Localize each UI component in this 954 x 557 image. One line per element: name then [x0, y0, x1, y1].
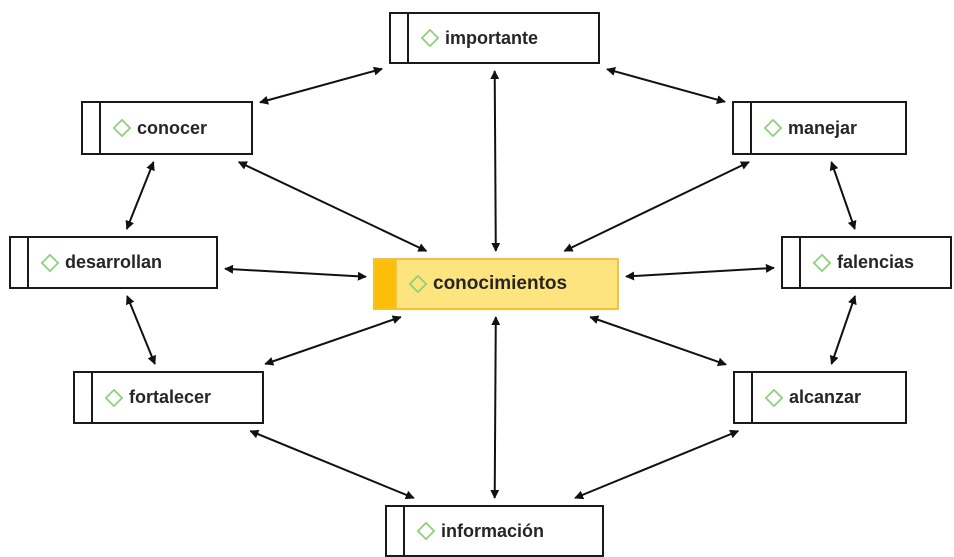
node-side-bar [11, 238, 29, 287]
node-informacion[interactable]: información [385, 505, 604, 557]
connector-falencias-alcanzar [829, 295, 857, 365]
diamond-icon [41, 253, 59, 272]
diamond-icon [105, 388, 123, 407]
node-desarrollan[interactable]: desarrollan [9, 236, 218, 289]
node-side-bar [83, 103, 101, 153]
node-label-desarrollan: desarrollan [65, 252, 163, 272]
node-label-alcanzar: alcanzar [789, 387, 862, 407]
diamond-icon [813, 253, 831, 272]
node-label-fortalecer: fortalecer [129, 387, 212, 407]
diamond-icon [421, 29, 439, 47]
node-label-importante: importante [445, 27, 539, 48]
node-falencias[interactable]: falencias [781, 236, 952, 289]
node-label-informacion: información [441, 520, 545, 541]
connector-manejar-falencias [829, 161, 857, 230]
diamond-icon [417, 522, 435, 540]
node-side-bar [387, 507, 405, 555]
connector-alcanzar-informacion [574, 429, 740, 500]
node-side-bar [75, 373, 93, 422]
node-side-bar [391, 14, 409, 62]
node-label-conocimientos: conocimientos [433, 273, 568, 294]
connector-informacion-conocimientos [490, 316, 501, 499]
node-label-conocer: conocer [137, 117, 208, 138]
node-label-manejar: manejar [788, 117, 858, 138]
diamond-icon [764, 119, 782, 137]
diamond-icon [765, 388, 783, 407]
connector-fortalecer-conocimientos [264, 315, 402, 366]
node-fortalecer[interactable]: fortalecer [73, 371, 264, 424]
diamond-icon [113, 119, 131, 137]
node-label-falencias: falencias [837, 252, 915, 272]
connector-manejar-conocimientos [563, 161, 750, 252]
connector-importante-manejar [606, 67, 726, 104]
connector-alcanzar-conocimientos [589, 315, 727, 367]
node-side-bar [375, 260, 397, 308]
node-alcanzar[interactable]: alcanzar [733, 371, 907, 424]
node-side-bar [734, 103, 752, 153]
diamond-icon [409, 275, 427, 293]
connector-desarrollan-fortalecer [125, 295, 157, 365]
connector-importante-conocer [259, 66, 383, 105]
connector-desarrollan-conocimientos [224, 264, 367, 281]
connector-fortalecer-informacion [249, 429, 415, 500]
node-side-bar [783, 238, 801, 287]
node-conocimientos-central[interactable]: conocimientos [373, 258, 619, 310]
connector-falencias-conocimientos [625, 263, 775, 281]
connector-conocer-conocimientos [237, 161, 428, 252]
node-manejar[interactable]: manejar [732, 101, 907, 155]
node-conocer[interactable]: conocer [81, 101, 253, 155]
node-importante[interactable]: importante [389, 12, 600, 64]
node-side-bar [735, 373, 753, 422]
connector-importante-conocimientos [490, 70, 501, 252]
connector-conocer-desarrollan [125, 161, 155, 230]
